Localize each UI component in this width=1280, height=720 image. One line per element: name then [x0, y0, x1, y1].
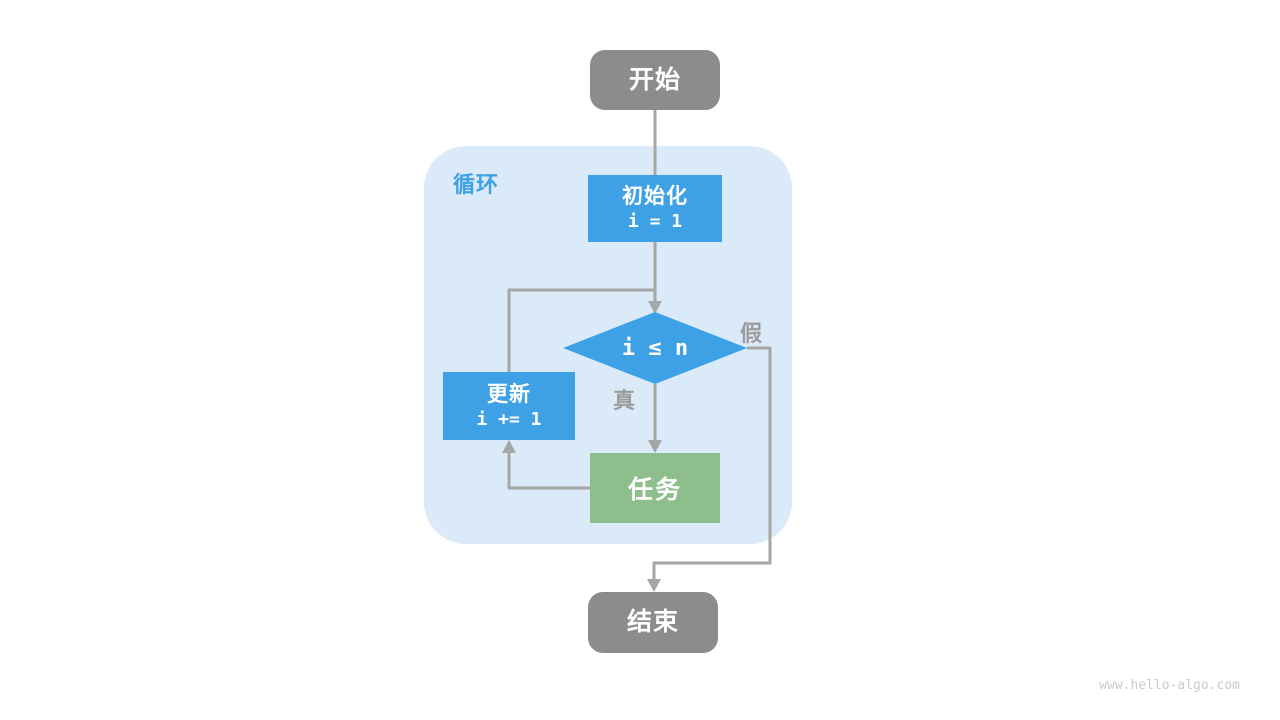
arrowhead-into-task [648, 440, 662, 453]
update-node: 更新 i += 1 [443, 372, 575, 440]
branch-false-label: 假 [740, 321, 764, 346]
edge-condition-to-end [652, 346, 772, 579]
init-node-label: 初始化 [622, 185, 688, 209]
condition-node-label: i ≤ n [621, 335, 689, 361]
arrowhead-into-update [502, 440, 516, 453]
watermark-text: www.hello-algo.com [1099, 678, 1240, 693]
end-node-label: 结束 [626, 608, 679, 637]
arrowheads [502, 301, 662, 592]
edge-update-to-condition [507, 288, 655, 372]
task-node-label: 任务 [627, 476, 682, 504]
arrowhead-into-condition [648, 301, 662, 314]
task-node: 任务 [590, 453, 720, 523]
init-node-code: i = 1 [627, 211, 683, 233]
arrowhead-into-end [647, 579, 661, 592]
condition-diamond [563, 312, 747, 384]
loop-container-label: 循环 [453, 172, 500, 197]
edge-task-to-update [507, 453, 590, 490]
start-node-label: 开始 [628, 65, 681, 94]
update-node-code: i += 1 [476, 408, 542, 430]
start-node: 开始 [590, 50, 720, 110]
end-node: 结束 [588, 592, 718, 653]
branch-true-label: 真 [613, 388, 637, 413]
update-node-label: 更新 [487, 382, 531, 406]
init-node: 初始化 i = 1 [588, 175, 722, 242]
